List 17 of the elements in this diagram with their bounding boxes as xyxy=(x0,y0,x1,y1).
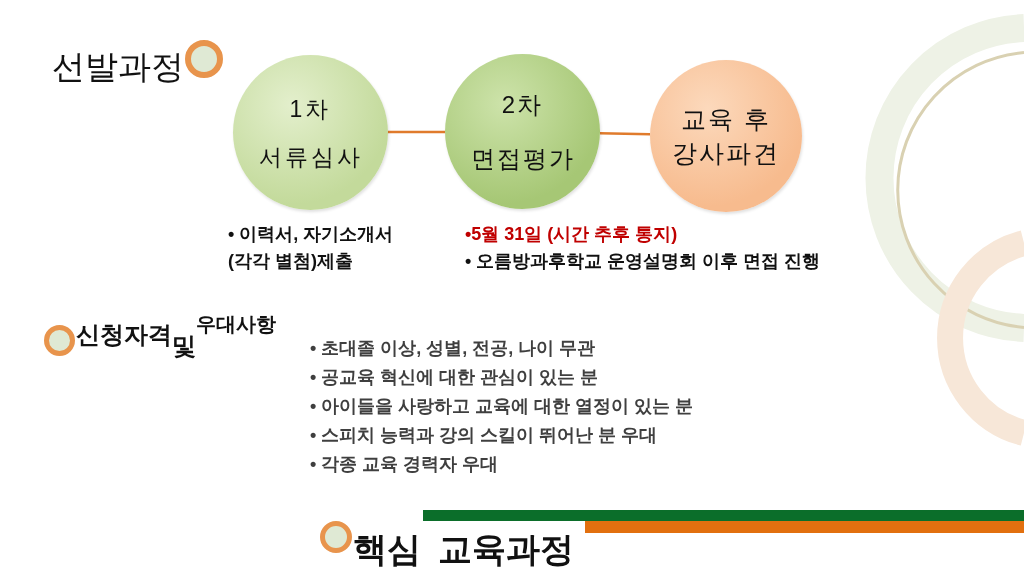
section-heading: 핵심 교육과정 xyxy=(353,529,575,570)
note-text: •5월 31일 (시간 추후 통지) xyxy=(465,223,678,246)
list-item: • 초대졸 이상, 성별, 전공, 나이 무관 xyxy=(310,337,596,360)
step-text: 교육 후 강사파견 xyxy=(671,104,781,169)
list-item: • 아이들을 사랑하고 교육에 대한 열정이 있는 분 xyxy=(310,395,694,418)
list-item: • 스피치 능력과 강의 스킬이 뛰어난 분 우대 xyxy=(310,424,658,447)
step-text: 면접평가 xyxy=(470,143,575,174)
list-item: • 공교육 혁신에 대한 관심이 있는 분 xyxy=(310,366,599,389)
connector-line xyxy=(599,131,651,136)
step-text: 1차 xyxy=(289,94,332,124)
step-text: 서류심사 xyxy=(258,142,363,172)
note-text: • 오름방과후학교 운영설명회 이후 면접 진행 xyxy=(465,250,821,273)
connector-line xyxy=(388,130,445,134)
step-text: 2차 xyxy=(501,89,544,120)
section-heading: 선발과정 xyxy=(52,47,184,87)
list-item: • 각종 교육 경력자 우대 xyxy=(310,453,499,476)
note-text: • 이력서, 자기소개서 (각각 별첨)제출 xyxy=(228,223,395,273)
